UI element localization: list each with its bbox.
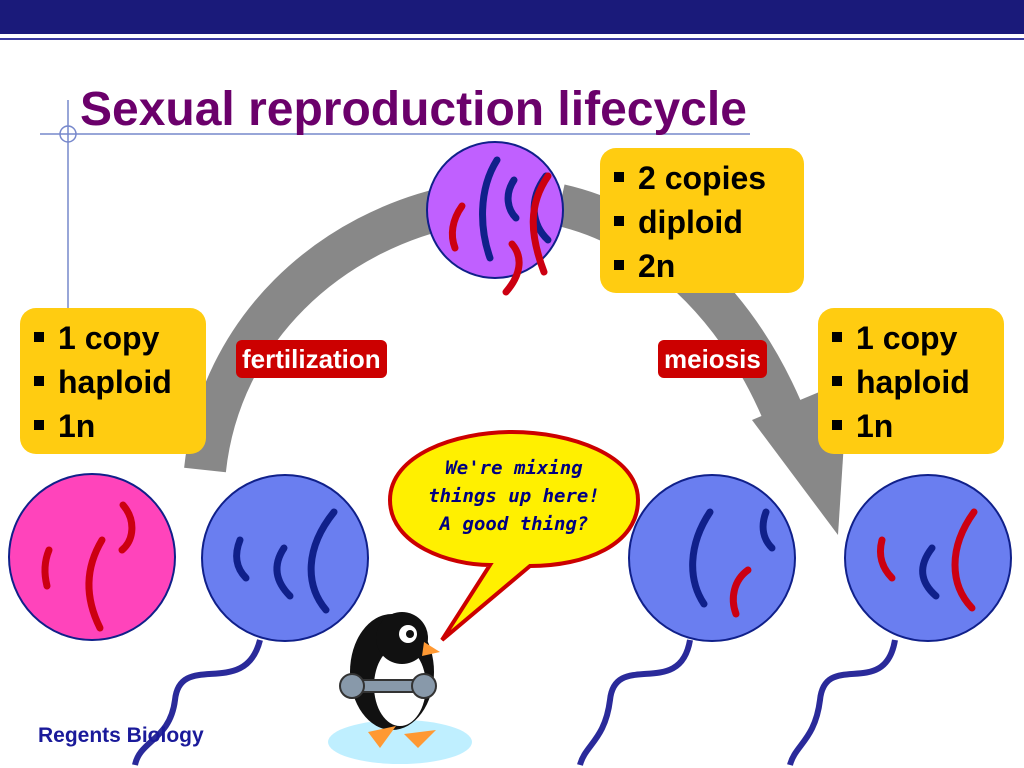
diploid-info-box: 2 copies diploid 2n <box>600 148 804 293</box>
top-bar-divider-2 <box>0 38 1024 40</box>
footer-label: Regents Biology <box>38 724 204 747</box>
haploid-right-item-n: 1n <box>832 404 998 448</box>
zygote-cell <box>426 141 564 296</box>
meiosis-label: meiosis <box>658 340 767 378</box>
fertilization-label: fertilization <box>236 340 387 378</box>
penguin-mascot <box>328 612 472 764</box>
speech-line-1: We're mixing <box>445 457 583 479</box>
speech-bubble <box>387 429 641 642</box>
egg-cell <box>8 473 176 641</box>
top-bar <box>0 0 1024 34</box>
haploid-right-item-ploidy: haploid <box>832 360 998 404</box>
title-crosshair <box>40 100 750 330</box>
speech-line-3: A good thing? <box>439 513 589 535</box>
haploid-left-item-n: 1n <box>34 404 200 448</box>
haploid-info-box-right: 1 copy haploid 1n <box>818 308 1004 454</box>
haploid-right-item-copies: 1 copy <box>832 316 998 360</box>
top-bar-divider <box>0 34 1024 38</box>
diploid-item-ploidy: diploid <box>614 200 798 244</box>
haploid-info-box-left: 1 copy haploid 1n <box>20 308 206 454</box>
sperm-cell-1 <box>132 474 369 766</box>
slide-title: Sexual reproduction lifecycle <box>80 83 747 136</box>
speech-bubble-text: We're mixing things up here! A good thin… <box>398 454 630 538</box>
diploid-item-copies: 2 copies <box>614 156 798 200</box>
diploid-item-n: 2n <box>614 244 798 288</box>
haploid-left-item-ploidy: haploid <box>34 360 200 404</box>
sperm-cell-2 <box>577 474 796 766</box>
speech-line-2: things up here! <box>428 485 600 507</box>
haploid-left-item-copies: 1 copy <box>34 316 200 360</box>
sperm-cell-3 <box>787 474 1012 766</box>
